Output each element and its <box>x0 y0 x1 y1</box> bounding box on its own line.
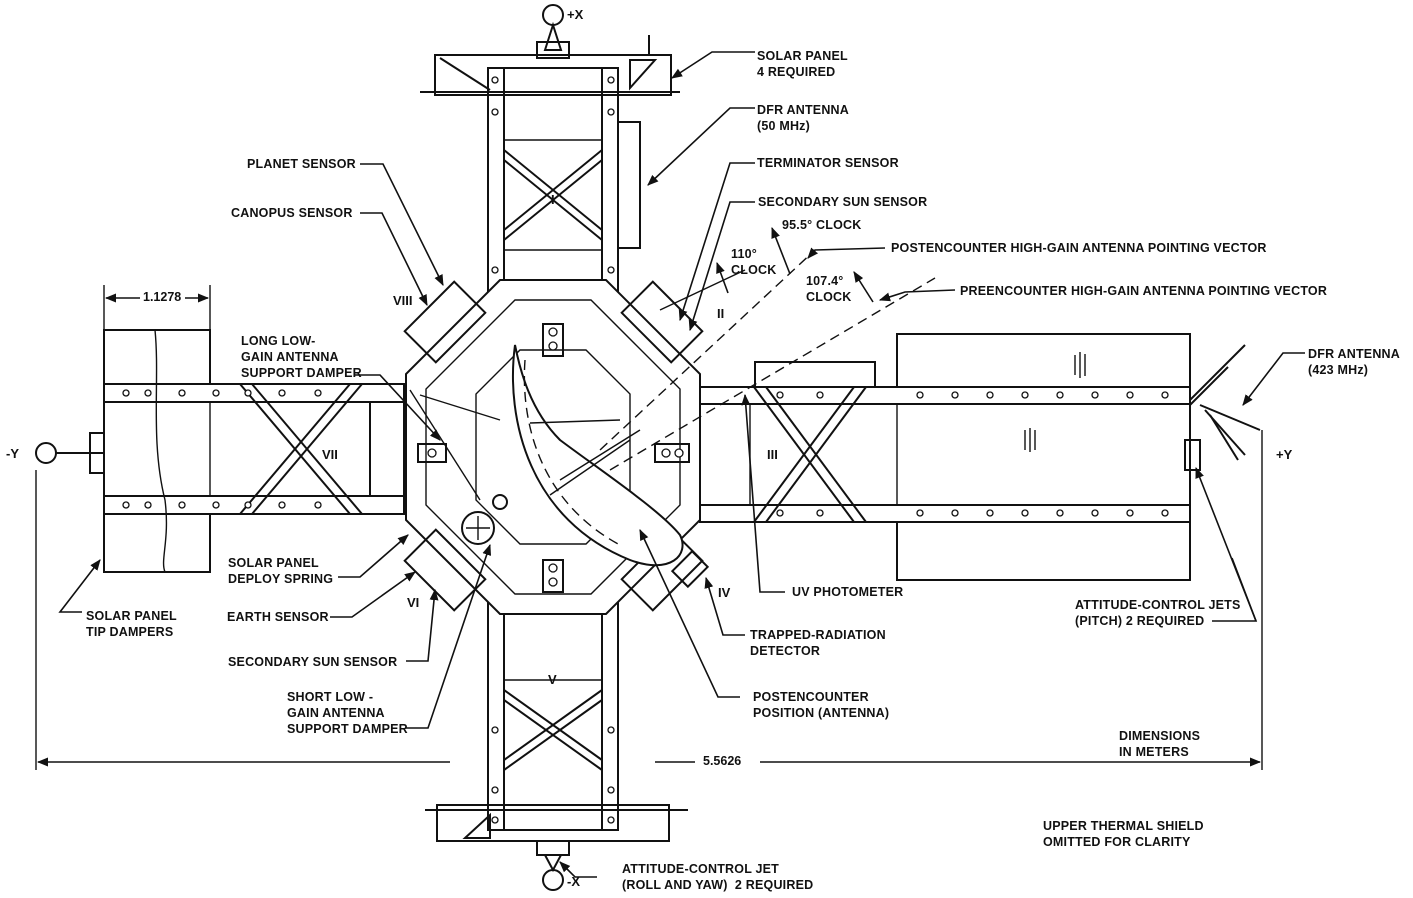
label-terminator-sensor: TERMINATOR SENSOR <box>757 156 899 170</box>
label-secondary-sun-sensor-top: SECONDARY SUN SENSOR <box>758 195 928 209</box>
label-attitude-jet-roll-yaw: ATTITUDE-CONTROL JET (ROLL AND YAW) 2 RE… <box>622 862 814 892</box>
label-uv-photometer: UV PHOTOMETER <box>792 585 904 599</box>
label-dfr-antenna-50mhz: DFR ANTENNA (50 MHz) <box>757 103 850 133</box>
bay-numeral-i: I <box>551 192 555 207</box>
label-planet-sensor: PLANET SENSOR <box>247 157 356 171</box>
label-dfr-antenna-423mhz: DFR ANTENNA (423 MHz) <box>1308 347 1401 377</box>
label-solar-panel-tip-dampers: SOLAR PANEL TIP DAMPERS <box>86 609 177 639</box>
dimension-overall-span: 5.5626 <box>700 754 745 768</box>
label-short-lga-damper: SHORT LOW - GAIN ANTENNA SUPPORT DAMPER <box>287 690 408 736</box>
label-solar-panel: SOLAR PANEL 4 REQUIRED <box>757 49 848 79</box>
clock-95-5-label: 95.5° CLOCK <box>782 218 862 232</box>
bay-numeral-ii: II <box>717 306 725 321</box>
label-postencounter-vector: POSTENCOUNTER HIGH-GAIN ANTENNA POINTING… <box>891 241 1267 255</box>
bay-numeral-v: V <box>548 672 557 687</box>
label-solar-panel-deploy-spring: SOLAR PANEL DEPLOY SPRING <box>228 556 334 586</box>
postencounter-vector-line <box>599 249 816 451</box>
axis-plus-y: +Y <box>1276 447 1293 462</box>
label-postencounter-position: POSTENCOUNTER POSITION (ANTENNA) <box>753 690 890 720</box>
solar-panel-right <box>699 333 1261 581</box>
label-attitude-jets-pitch: ATTITUDE-CONTROL JETS (PITCH) 2 REQUIRED <box>1075 598 1241 628</box>
dimension-panel-width: 1.1278 <box>140 290 185 304</box>
label-trapped-radiation-detector: TRAPPED-RADIATION DETECTOR <box>750 628 886 658</box>
axis-minus-y: -Y <box>6 446 19 461</box>
axis-minus-x: -X <box>567 874 580 889</box>
axis-plus-x: +X <box>567 7 584 22</box>
label-secondary-sun-sensor-bottom: SECONDARY SUN SENSOR <box>228 655 398 669</box>
label-earth-sensor: EARTH SENSOR <box>227 610 329 624</box>
bay-numeral-iv: IV <box>718 585 731 600</box>
clock-107-4-label: 107.4° CLOCK <box>806 274 852 304</box>
bay-numeral-iii: III <box>767 447 778 462</box>
dimension-lines <box>35 285 1263 770</box>
label-canopus-sensor: CANOPUS SENSOR <box>231 206 353 220</box>
thermal-shield-note: UPPER THERMAL SHIELD OMITTED FOR CLARITY <box>1043 819 1204 849</box>
label-preencounter-vector: PREENCOUNTER HIGH-GAIN ANTENNA POINTING … <box>960 284 1328 298</box>
dimension-units-note: DIMENSIONS IN METERS <box>1119 729 1201 759</box>
leader-lines <box>58 51 1305 878</box>
bay-numeral-vi: VI <box>407 595 420 610</box>
clock-110-label: 110° CLOCK <box>731 247 777 277</box>
label-long-lga-damper: LONG LOW- GAIN ANTENNA SUPPORT DAMPER <box>241 334 362 380</box>
central-bus <box>403 279 710 615</box>
bay-numeral-vii: VII <box>322 447 338 462</box>
bay-numeral-viii: VIII <box>393 293 413 308</box>
